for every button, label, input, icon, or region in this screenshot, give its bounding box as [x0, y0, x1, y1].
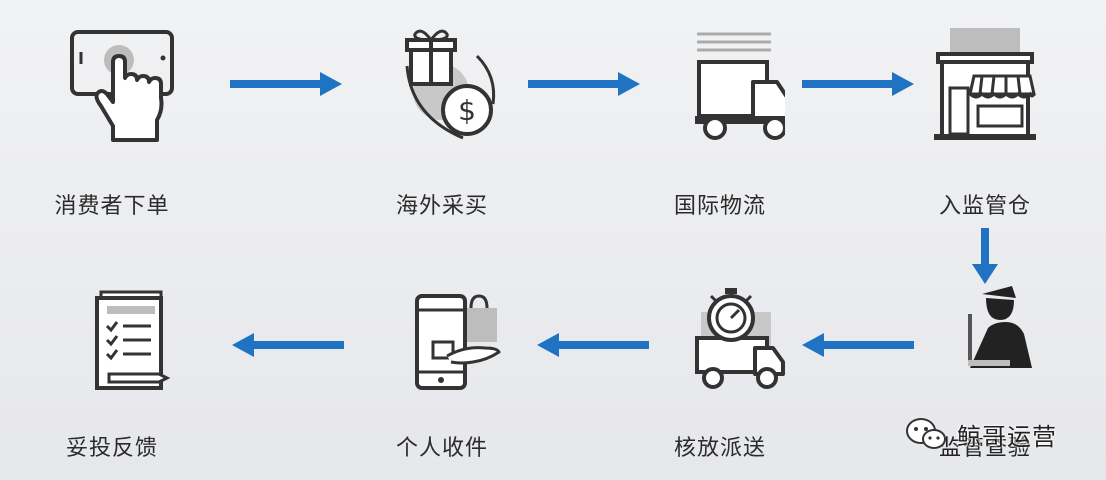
wechat-logo-icon — [906, 418, 946, 449]
step-label: 海外采买 — [395, 194, 488, 219]
step-label: 入监管仓 — [938, 194, 1031, 219]
step-customs-inspection: 监管查验 — [895, 282, 1075, 462]
flow-arrow-down — [972, 228, 998, 284]
gift-coin-icon: $ — [405, 29, 496, 140]
step-personal-receipt: 个人收件 — [352, 282, 532, 462]
warehouse-store-icon — [934, 28, 1036, 140]
watermark-text: 鲸哥运营 — [957, 422, 1057, 451]
phone-package-hand-icon — [415, 294, 501, 390]
flow-arrow-left — [802, 333, 914, 357]
flow-arrow-left — [232, 333, 344, 357]
step-delivery-feedback: 妥投反馈 — [22, 282, 202, 462]
flow-arrow-right — [802, 72, 914, 96]
step-release-delivery: 核放派送 — [630, 282, 810, 462]
flow-arrow-left — [537, 333, 649, 357]
step-international-logistics: 国际物流 — [630, 20, 810, 220]
step-label: 个人收件 — [395, 436, 488, 461]
step-bonded-warehouse: 入监管仓 — [895, 20, 1075, 220]
step-overseas-purchase: $ 海外采买 — [352, 20, 532, 220]
timer-truck-icon — [695, 288, 785, 389]
hand-tap-tablet-icon — [70, 30, 174, 142]
customs-officer-icon — [968, 286, 1032, 368]
step-label: 国际物流 — [673, 194, 766, 219]
step-consumer-order: 消费者下单 — [22, 20, 202, 220]
step-label: 核放派送 — [673, 436, 766, 461]
truck-icon — [695, 32, 785, 140]
step-label: 妥投反馈 — [65, 436, 158, 461]
step-label: 监管查验 — [938, 436, 1031, 461]
watermark: 鲸哥运营 — [905, 412, 1095, 456]
flow-arrow-right — [528, 72, 640, 96]
svg-text:$: $ — [458, 94, 476, 127]
step-label: 消费者下单 — [54, 194, 170, 219]
flow-arrow-right — [230, 72, 342, 96]
checklist-pen-icon — [95, 290, 171, 390]
